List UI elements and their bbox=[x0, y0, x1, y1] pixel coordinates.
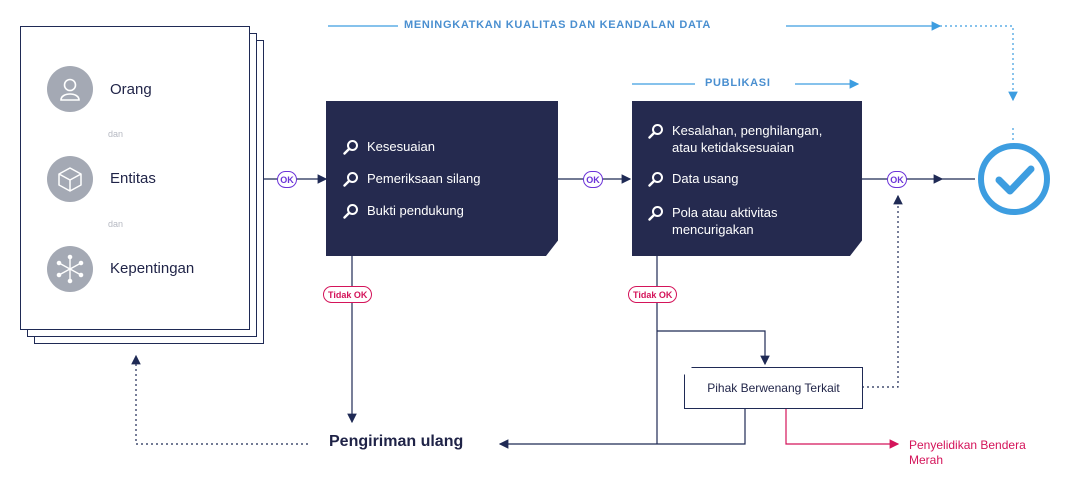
person-icon bbox=[47, 66, 93, 112]
search-icon bbox=[648, 206, 663, 221]
search-icon bbox=[343, 204, 358, 219]
quality-label: MENINGKATKAN KUALITAS DAN KEANDALAN DATA bbox=[404, 19, 712, 31]
entity-label-entitas: Entitas bbox=[110, 170, 156, 187]
ok-badge-2: OK bbox=[583, 171, 603, 188]
resend-label: Pengiriman ulang bbox=[329, 433, 464, 450]
not-ok-badge-1: Tidak OK bbox=[323, 286, 373, 303]
connector-dan-2: dan bbox=[108, 219, 124, 229]
red-flag-label: Penyelidikan Bendera Merah bbox=[909, 438, 1026, 467]
check-box-1 bbox=[326, 101, 558, 256]
entity-label-orang: Orang bbox=[110, 81, 152, 98]
check-item-pemeriksaan: Pemeriksaan silang bbox=[343, 170, 543, 187]
search-icon bbox=[648, 172, 663, 187]
check-item-pola: Pola atau aktivitas mencurigakan bbox=[648, 204, 853, 238]
search-icon bbox=[648, 124, 663, 139]
authority-box: Pihak Berwenang Terkait bbox=[684, 367, 863, 409]
connector-dan-1: dan bbox=[108, 129, 124, 139]
check-item-kesalahan: Kesalahan, penghilangan, atau ketidakses… bbox=[648, 122, 853, 156]
search-icon bbox=[343, 140, 358, 155]
check-circle-icon bbox=[978, 143, 1050, 215]
check-item-bukti: Bukti pendukung bbox=[343, 202, 543, 219]
cube-icon bbox=[47, 156, 93, 202]
publish-label: PUBLIKASI bbox=[705, 77, 771, 89]
ok-badge-3: OK bbox=[887, 171, 907, 188]
check-box-2 bbox=[632, 101, 862, 256]
not-ok-badge-2: Tidak OK bbox=[628, 286, 678, 303]
check-item-data-usang: Data usang bbox=[648, 170, 853, 187]
entity-label-kepentingan: Kepentingan bbox=[110, 260, 195, 277]
network-icon bbox=[47, 246, 93, 292]
check-item-kesesuaian: Kesesuaian bbox=[343, 138, 543, 155]
search-icon bbox=[343, 172, 358, 187]
ok-badge-1: OK bbox=[277, 171, 297, 188]
